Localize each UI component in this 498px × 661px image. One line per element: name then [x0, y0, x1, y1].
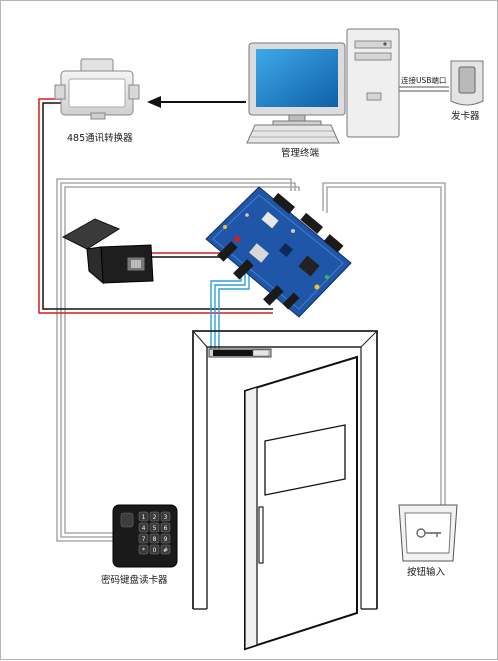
card-issuer: [450, 60, 484, 106]
keypad-key-label: 8: [153, 536, 157, 543]
keypad-key: [138, 533, 149, 544]
key-icon: [416, 528, 441, 538]
keypad-key: [160, 533, 171, 544]
keypad-key: [160, 544, 171, 555]
keypad-key-label: 7: [142, 536, 146, 543]
keypad-key-label: #: [163, 547, 168, 554]
keypad-key: [149, 533, 160, 544]
exit-button-label: 按钮输入: [407, 566, 446, 578]
keypad-key-label: 6: [164, 525, 168, 532]
keypad-reader-label: 密码键盘读卡器: [101, 574, 168, 586]
usb-port-label: 连接USB端口: [401, 75, 446, 85]
usb-cable: [399, 86, 449, 92]
keypad-key-label: 3: [164, 514, 168, 521]
keypad-key-label: *: [142, 547, 145, 554]
keypad-key-label: 1: [142, 514, 146, 521]
keypad-key: [149, 511, 160, 522]
exit-button: [398, 504, 458, 562]
keypad-key: [149, 544, 160, 555]
keypad-key-label: 2: [153, 514, 157, 521]
keypad-key-label: 4: [142, 525, 146, 532]
keypad-key: [160, 511, 171, 522]
power-supply: [61, 218, 154, 285]
converter-label: 485通讯转换器: [67, 132, 133, 144]
keypad-key: [138, 511, 149, 522]
lock-wires: [210, 269, 250, 351]
keypad-key: [149, 522, 160, 533]
keypad-key-label: 5: [153, 525, 157, 532]
management-pc: [246, 28, 400, 144]
keypad-key-label: 0: [153, 547, 157, 554]
card-issuer-label: 发卡器: [451, 110, 480, 122]
gray-cables: [56, 178, 446, 542]
keypad-key: [138, 544, 149, 555]
rs485-converter: [54, 58, 140, 120]
keypad-key: [138, 522, 149, 533]
controller-board: [205, 186, 352, 318]
keypad-key-label: 9: [164, 536, 168, 543]
keypad-key: [160, 522, 171, 533]
terminal-label: 管理终端: [281, 147, 320, 159]
data-arrow: [147, 96, 246, 108]
door-assembly: [192, 330, 378, 651]
